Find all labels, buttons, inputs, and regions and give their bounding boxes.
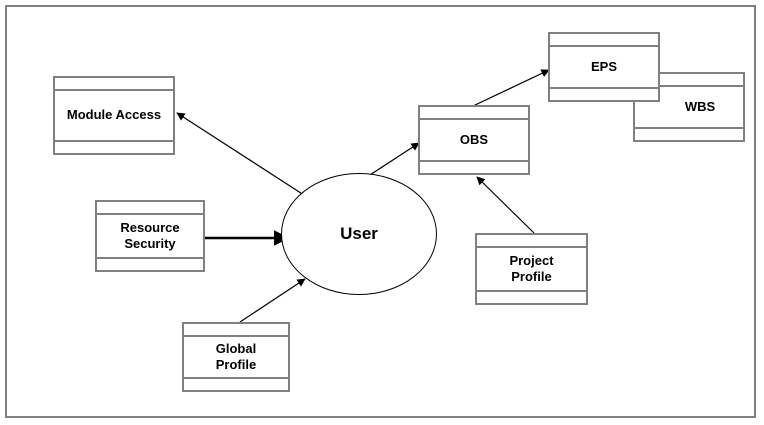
box-bottom-band [420, 160, 528, 173]
box-bottom-band [184, 377, 288, 390]
box-project-profile[interactable]: Project Profile [475, 233, 588, 305]
box-eps-label: EPS [590, 58, 617, 74]
box-wbs-label: WBS [684, 98, 716, 114]
box-bottom-band [550, 87, 658, 100]
box-obs[interactable]: OBS [418, 105, 530, 175]
box-wbs[interactable]: WBS [633, 72, 745, 142]
connector-user-to-module-access [176, 112, 308, 198]
box-bottom-band [635, 127, 743, 140]
box-top-band [55, 78, 173, 91]
box-resource-security-label: Resource Security [120, 219, 180, 251]
box-global-profile[interactable]: Global Profile [182, 322, 290, 392]
box-top-band [420, 107, 528, 120]
box-project-profile-label: Project Profile [509, 252, 554, 284]
box-bottom-band [97, 257, 203, 270]
actor-user[interactable]: User [281, 173, 437, 295]
box-module-access[interactable]: Module Access [53, 76, 175, 155]
box-top-band [477, 235, 586, 248]
box-global-profile-label: Global Profile [215, 340, 257, 372]
box-top-band [184, 324, 288, 337]
box-bottom-band [477, 290, 586, 303]
actor-user-label: User [340, 224, 378, 243]
box-top-band [97, 202, 203, 215]
box-top-band [635, 74, 743, 87]
connector-project-profile-to-obs [476, 176, 535, 234]
box-resource-security[interactable]: Resource Security [95, 200, 205, 272]
box-top-band [550, 34, 658, 47]
connector-global-profile-to-user [239, 278, 306, 323]
box-bottom-band [55, 140, 173, 153]
box-eps[interactable]: EPS [548, 32, 660, 102]
box-obs-label: OBS [459, 131, 489, 147]
box-module-access-label: Module Access [66, 107, 162, 123]
connector-obs-to-eps [472, 69, 550, 107]
